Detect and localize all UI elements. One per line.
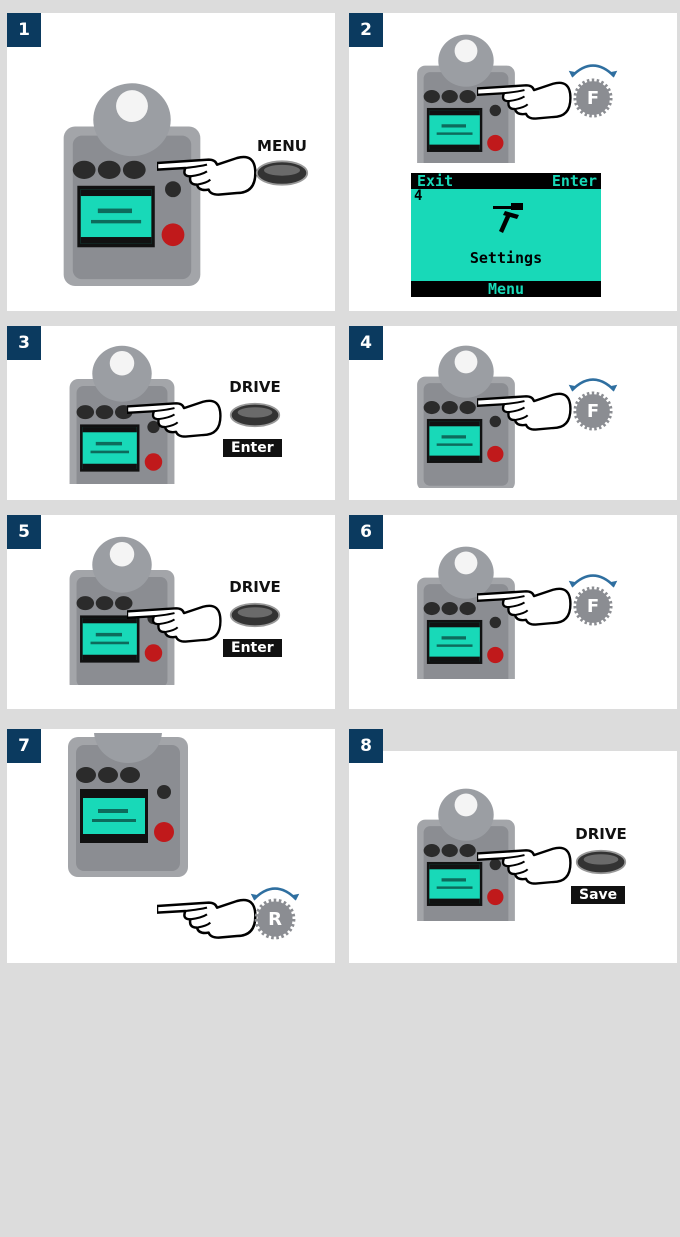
step-8-panel: 8 DRIVE Save <box>349 729 677 963</box>
drive-button-icon <box>575 848 627 876</box>
menu-button-label: MENU <box>251 137 313 155</box>
lcd-top-bar: Exit Enter <box>411 173 601 189</box>
pointing-hand-icon <box>477 579 572 629</box>
lcd-bottom-bar: Menu <box>411 281 601 297</box>
drive-button-icon <box>229 601 281 629</box>
dial-letter: F <box>570 75 616 121</box>
step-5-panel: 5 DRIVE Enter <box>7 515 335 709</box>
pointing-hand-icon <box>127 390 222 442</box>
step-number: 8 <box>349 729 383 763</box>
step-number: 7 <box>7 729 41 763</box>
step-number: 6 <box>349 515 383 549</box>
dial-letter: F <box>570 388 616 434</box>
step-number: 5 <box>7 515 41 549</box>
drive-button-label: DRIVE <box>225 578 285 596</box>
pointing-hand-icon <box>127 595 222 647</box>
step-header-band <box>349 729 677 751</box>
step-1-panel: 1 MENU <box>7 13 335 311</box>
lcd-menu-label: Menu <box>411 281 601 297</box>
save-action-tag: Save <box>571 886 625 904</box>
menu-button-icon <box>255 159 309 187</box>
pointing-hand-icon <box>477 73 572 123</box>
settings-tools-icon <box>491 201 527 235</box>
softkey-exit: Exit <box>417 173 453 189</box>
pointing-hand-icon <box>157 889 257 943</box>
drive-button-icon <box>229 401 281 429</box>
step-6-panel: 6 F <box>349 515 677 709</box>
step-4-panel: 4 F <box>349 326 677 500</box>
dial-letter: R <box>251 895 299 943</box>
step-number: 4 <box>349 326 383 360</box>
pointing-hand-icon <box>477 384 572 434</box>
step-7-panel: 7 R <box>7 729 335 963</box>
step-number: 2 <box>349 13 383 47</box>
camera-illustration <box>63 733 193 913</box>
enter-action-tag: Enter <box>223 639 282 657</box>
lcd-title: Settings <box>411 249 601 267</box>
drive-button-label: DRIVE <box>225 378 285 396</box>
enter-action-tag: Enter <box>223 439 282 457</box>
softkey-enter: Enter <box>552 173 597 189</box>
step-number: 3 <box>7 326 41 360</box>
pointing-hand-icon <box>157 143 257 203</box>
lcd-screen: Exit Enter 4 Settings Menu <box>411 173 601 297</box>
pointing-hand-icon <box>477 837 572 889</box>
dial-letter: F <box>570 583 616 629</box>
drive-button-label: DRIVE <box>571 825 631 843</box>
step-2-panel: 2 F Exit Enter 4 Settings Menu <box>349 13 677 311</box>
step-3-panel: 3 DRIVE Enter <box>7 326 335 500</box>
step-number: 1 <box>7 13 41 47</box>
lcd-item-number: 4 <box>414 188 422 204</box>
